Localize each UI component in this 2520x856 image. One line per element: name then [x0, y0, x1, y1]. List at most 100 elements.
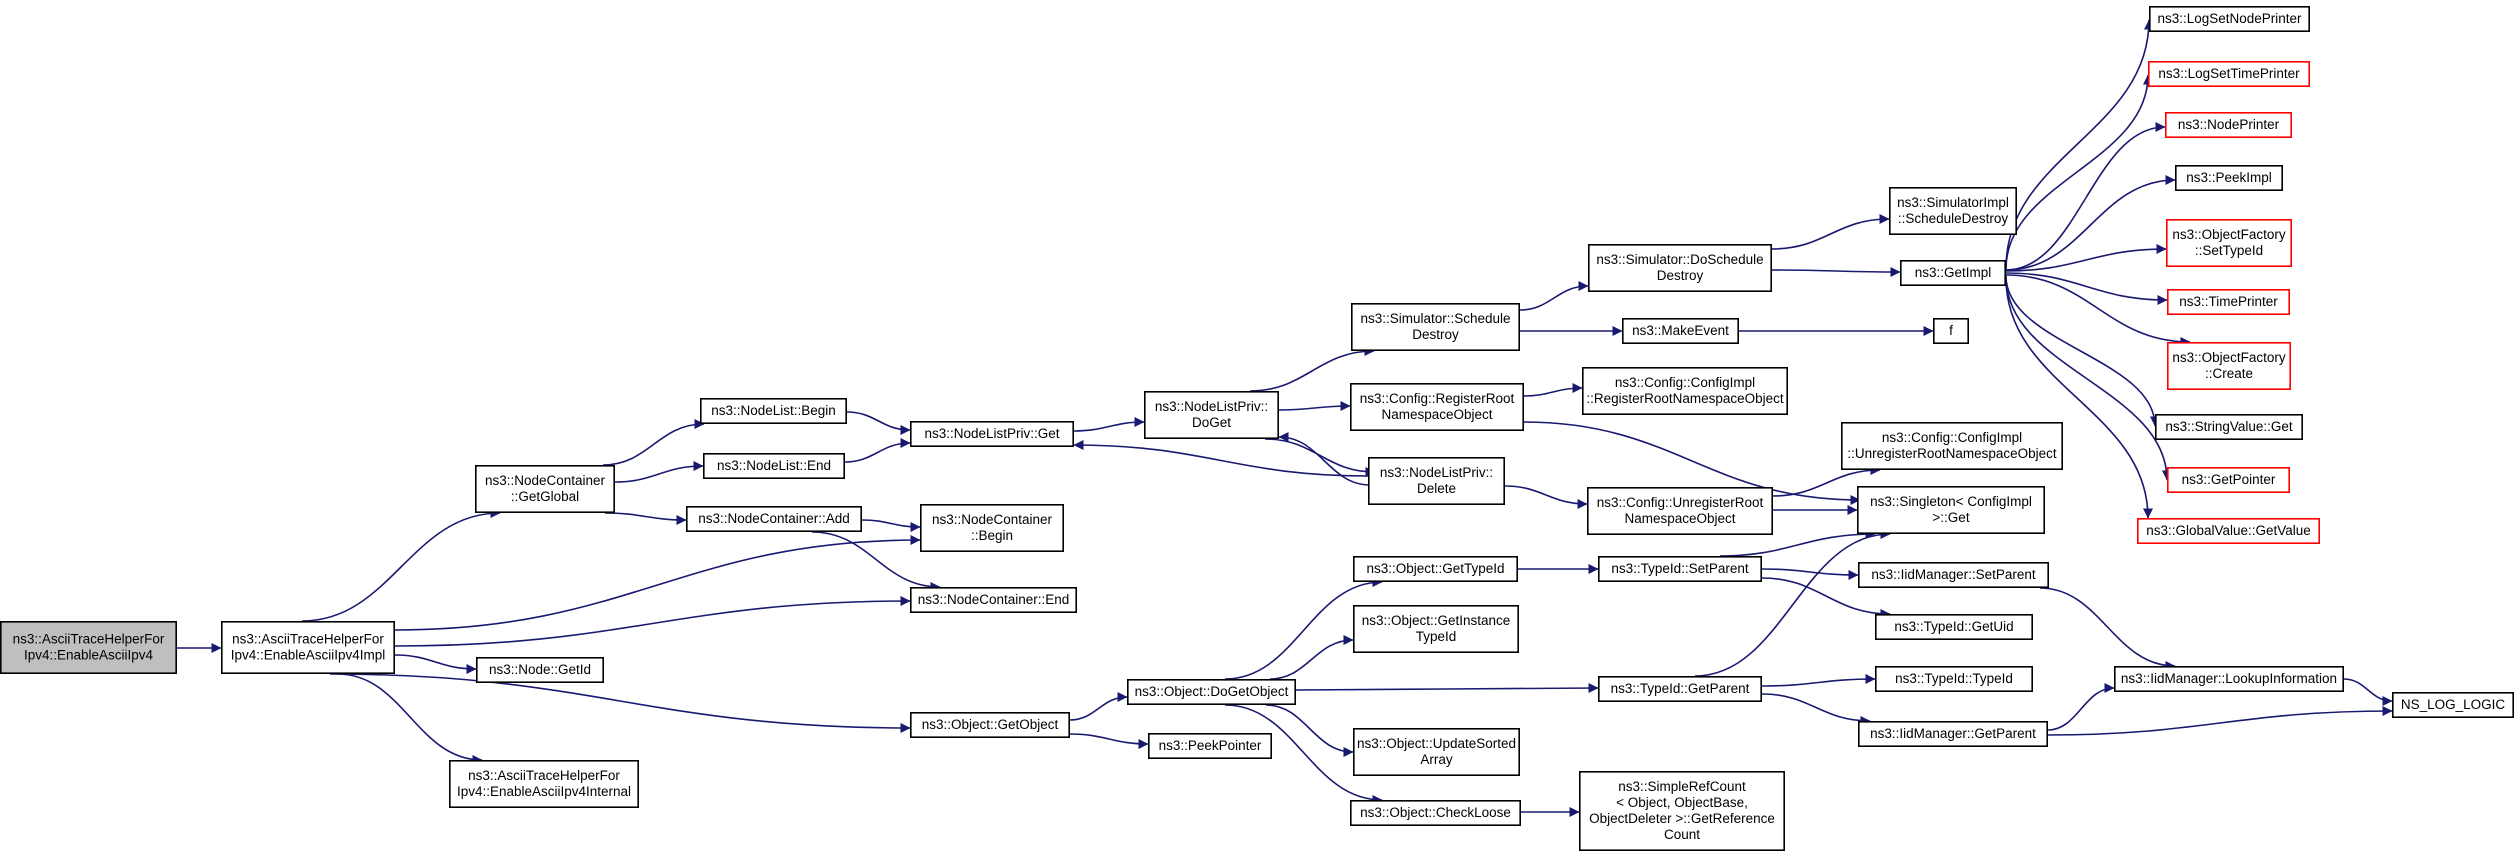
function-node-ns3-nodecontainer-begin[interactable]: ns3::NodeContainer::Begin: [919, 503, 1064, 552]
function-node-f[interactable]: f: [1933, 317, 1970, 344]
call-edge-n41-to-n45: [1761, 577, 1891, 619]
function-node-ns3-getimpl[interactable]: ns3::GetImpl: [1900, 259, 2007, 286]
call-edge-n19-to-n28: [2005, 175, 2176, 271]
function-node-ns-log-logic[interactable]: NS_LOG_LOGIC: [2392, 691, 2515, 718]
function-node-ns3-object-gettypeid[interactable]: ns3::Object::GetTypeId: [1353, 555, 1519, 582]
function-node-ns3-nodelistpriv-doget[interactable]: ns3::NodeListPriv::DoGet: [1144, 390, 1280, 439]
function-node-ns3-object-dogetobject[interactable]: ns3::Object::DoGetObject: [1127, 678, 1297, 705]
node-label-line: ns3::NodeListPriv::Get: [924, 426, 1059, 441]
function-node-ns3-nodecontainer-end[interactable]: ns3::NodeContainer::End: [909, 586, 1077, 613]
call-arrow: [1073, 440, 1369, 477]
call-arrow: [337, 673, 483, 765]
call-edge-n35-to-n37: [1224, 577, 1383, 680]
node-box: [2167, 288, 2291, 315]
call-edge-n35-to-n42: [1295, 683, 1599, 694]
call-arrow: [1519, 281, 1589, 311]
function-node-ns3-config-configimpl-unregisterrootnamespaceobject[interactable]: ns3::Config::ConfigImpl::UnregisterRootN…: [1841, 421, 2064, 470]
function-node-ns3-typeid-getuid[interactable]: ns3::TypeId::GetUid: [1875, 613, 2034, 640]
call-arrow: [1295, 683, 1599, 694]
call-edge-n19-to-n27: [2005, 122, 2166, 271]
function-node-ns3-singleton-configimpl-get[interactable]: ns3::Singleton< ConfigImpl >::Get: [1857, 485, 2046, 534]
node-box: [1858, 720, 2049, 747]
function-node-ns3-nodeprinter[interactable]: ns3::NodePrinter: [2165, 112, 2293, 139]
call-arrow: [394, 535, 921, 631]
call-edge-n19-to-n31: [2005, 274, 2191, 347]
call-arrow: [2343, 678, 2393, 706]
call-arrow: [602, 419, 705, 466]
node-box: [1933, 317, 1970, 344]
call-edge-n47-to-n49: [2047, 706, 2393, 736]
call-arrow: [2005, 274, 2191, 347]
node-label-line: ::SetTypeId: [2195, 243, 2263, 258]
function-node-ns3-nodecontainer-add[interactable]: ns3::NodeContainer::Add: [685, 505, 862, 532]
function-node-ns3-objectfactory-create[interactable]: ns3::ObjectFactory::Create: [2167, 341, 2292, 390]
function-node-ns3-globalvalue-getvalue[interactable]: ns3::GlobalValue::GetValue: [2137, 517, 2321, 544]
call-arrow: [2047, 683, 2115, 731]
call-edge-n8-to-n11: [846, 411, 911, 435]
call-edge-n42-to-n46: [1761, 674, 1876, 687]
function-node-ns3-stringvalue-get[interactable]: ns3::StringValue::Get: [2155, 413, 2304, 440]
call-arrow: [1523, 421, 1861, 505]
call-arrow: [1278, 432, 1371, 486]
function-node-ns3-object-getobject[interactable]: ns3::Object::GetObject: [909, 711, 1070, 738]
function-node-ns3-typeid-typeid[interactable]: ns3::TypeId::TypeId: [1875, 665, 2034, 692]
function-node-ns3-config-registerroot-namespaceobject[interactable]: ns3::Config::RegisterRootNamespaceObject: [1350, 382, 1525, 431]
function-node-ns3-simplerefcount-object-objectbase-objectdeleter-getreference-count[interactable]: ns3::SimpleRefCount< Object, ObjectBase,…: [1579, 770, 1786, 851]
call-arrow: [614, 461, 704, 483]
function-node-ns3-config-unregisterroot-namespaceobject[interactable]: ns3::Config::UnregisterRootNamespaceObje…: [1587, 486, 1774, 535]
function-node-ns3-timeprinter[interactable]: ns3::TimePrinter: [2167, 288, 2291, 315]
function-node-ns3-asciitracehelperfor-ipv4-enableasciiipv4impl[interactable]: ns3::AsciiTraceHelperForIpv4::EnableAsci…: [221, 620, 395, 674]
function-node-ns3-iidmanager-setparent[interactable]: ns3::IidManager::SetParent: [1858, 561, 2050, 588]
node-box: [1875, 613, 2034, 640]
function-node-ns3-asciitracehelperfor-ipv4-enableasciiipv4internal[interactable]: ns3::AsciiTraceHelperForIpv4::EnableAsci…: [448, 759, 639, 808]
function-node-ns3-typeid-getparent[interactable]: ns3::TypeId::GetParent: [1598, 675, 1763, 702]
function-node-ns3-config-configimpl-registerrootnamespaceobject[interactable]: ns3::Config::ConfigImpl::RegisterRootNam…: [1582, 366, 1789, 415]
function-node-ns3-logsetnodeprinter[interactable]: ns3::LogSetNodePrinter: [2149, 6, 2311, 32]
node-box: [699, 397, 847, 424]
function-node-ns3-makeevent[interactable]: ns3::MakeEvent: [1622, 317, 1740, 344]
function-node-ns3-peekimpl[interactable]: ns3::PeekImpl: [2175, 165, 2284, 192]
function-node-ns3-object-checkloose[interactable]: ns3::Object::CheckLoose: [1350, 799, 1522, 826]
function-node-ns3-peekpointer[interactable]: ns3::PeekPointer: [1148, 732, 1273, 759]
node-label-line: ns3::IidManager::GetParent: [1870, 726, 2036, 741]
function-node-ns3-nodecontainer-getglobal[interactable]: ns3::NodeContainer::GetGlobal: [474, 464, 615, 513]
call-edge-n1-to-n3: [394, 535, 921, 631]
function-node-ns3-typeid-setparent[interactable]: ns3::TypeId::SetParent: [1598, 555, 1763, 582]
node-label-line: ns3::LogSetNodePrinter: [2157, 11, 2302, 26]
call-edge-n15-to-n11: [1073, 440, 1369, 477]
call-arrow: [2005, 74, 2153, 270]
node-label-line: Destroy: [1657, 268, 1704, 283]
call-arrow: [1771, 214, 1890, 250]
call-arrow: [1224, 577, 1383, 680]
call-arrow: [1761, 674, 1876, 687]
call-arrow: [2005, 276, 2172, 481]
node-box: [2167, 466, 2291, 493]
function-node-ns3-nodelist-begin[interactable]: ns3::NodeList::Begin: [699, 397, 847, 424]
function-node-ns3-node-getid[interactable]: ns3::Node::GetId: [475, 656, 604, 683]
call-arrow: [1523, 383, 1583, 397]
function-node-ns3-nodelist-end[interactable]: ns3::NodeList::End: [702, 452, 845, 479]
node-label-line: ns3::Simulator::DoSchedule: [1596, 252, 1763, 267]
call-edge-n6-to-n36: [1069, 733, 1149, 749]
function-node-ns3-iidmanager-getparent[interactable]: ns3::IidManager::GetParent: [1858, 720, 2049, 747]
node-box: [2149, 6, 2311, 32]
function-node-ns3-nodelistpriv-delete[interactable]: ns3::NodeListPriv::Delete: [1368, 456, 1506, 505]
function-node-ns3-nodelistpriv-get[interactable]: ns3::NodeListPriv::Get: [909, 420, 1074, 447]
call-arrow: [1269, 635, 1354, 680]
call-edge-n2-to-n10: [604, 512, 687, 525]
call-arrow: [1224, 704, 1383, 805]
call-arrow: [1772, 465, 1881, 497]
function-node-ns3-asciitracehelperfor-ipv4-enableasciiipv4[interactable]: ns3::AsciiTraceHelperForIpv4::EnableAsci…: [0, 620, 177, 674]
call-arrow: [2005, 244, 2167, 272]
function-node-ns3-simulatorimpl-scheduledestroy[interactable]: ns3::SimulatorImpl::ScheduleDestroy: [1889, 187, 2018, 236]
node-label-line: ns3::PeekImpl: [2186, 170, 2272, 185]
node-label-line: ns3::Object::UpdateSorted: [1357, 736, 1516, 751]
function-node-ns3-getpointer[interactable]: ns3::GetPointer: [2167, 466, 2291, 493]
function-node-ns3-logsettimeprinter[interactable]: ns3::LogSetTimePrinter: [2148, 60, 2311, 87]
function-node-ns3-objectfactory-settypeid[interactable]: ns3::ObjectFactory::SetTypeId: [2166, 219, 2293, 268]
function-node-ns3-iidmanager-lookupinformation[interactable]: ns3::IidManager::LookupInformation: [2114, 665, 2345, 692]
function-node-ns3-simulator-schedule-destroy[interactable]: ns3::Simulator::ScheduleDestroy: [1351, 302, 1521, 351]
